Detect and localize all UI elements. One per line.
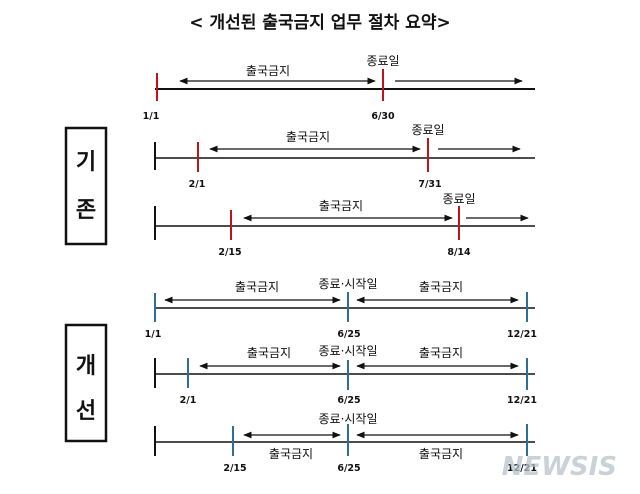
start-date: 2/15 — [218, 247, 241, 258]
section-before: 기 존 — [64, 126, 108, 246]
ban-label-2: 출국금지 — [419, 447, 463, 461]
ban-label: 출국금지 — [247, 346, 291, 360]
mid-date: 6/25 — [337, 329, 360, 340]
section-before-box — [64, 126, 108, 246]
end-marker-label: 종료일 — [442, 192, 475, 206]
start-date: 2/15 — [223, 463, 246, 474]
mid-marker-label: 종료·시작일 — [318, 277, 377, 291]
end-date: 12/21 — [507, 395, 537, 406]
mid-marker-label: 종료·시작일 — [318, 344, 377, 358]
start-date: 2/1 — [180, 395, 197, 406]
section-after-label-2: 선 — [76, 399, 96, 424]
ban-label: 출국금지 — [286, 130, 330, 144]
section-before-label-1: 기 — [76, 150, 96, 175]
end-date: 12/21 — [507, 463, 537, 474]
ban-label: 출국금지 — [269, 447, 313, 461]
section-before-label-2: 존 — [76, 198, 96, 223]
timeline-row-before-3: 출국금지 종료일 2/15 8/14 — [154, 192, 535, 258]
end-date: 7/31 — [418, 179, 441, 190]
ban-label-2: 출국금지 — [419, 346, 463, 360]
timeline-row-after-2: 출국금지 출국금지 종료·시작일 2/1 6/25 12/21 — [154, 344, 537, 406]
end-date: 12/21 — [507, 329, 537, 340]
newsis-watermark: NEWSIS — [502, 452, 617, 482]
ban-label: 출국금지 — [235, 280, 279, 294]
end-date: 6/30 — [371, 111, 395, 122]
section-after: 개 선 — [64, 323, 108, 443]
mid-marker-label: 종료·시작일 — [318, 412, 377, 426]
ban-label: 출국금지 — [246, 64, 290, 78]
end-date: 8/14 — [447, 247, 471, 258]
section-after-label-1: 개 — [76, 354, 96, 379]
section-after-box — [64, 323, 108, 443]
timeline-row-before-2: 출국금지 종료일 2/1 7/31 — [154, 123, 535, 190]
timeline-row-after-1: 출국금지 출국금지 종료·시작일 1/1 6/25 12/21 — [145, 277, 537, 340]
page-title: < 개선된 출국금지 업무 절차 요약> — [189, 12, 450, 33]
start-date: 1/1 — [145, 329, 162, 340]
ban-label-2: 출국금지 — [419, 280, 463, 294]
mid-date: 6/25 — [337, 463, 360, 474]
end-marker-label: 종료일 — [411, 123, 444, 137]
start-date: 2/1 — [189, 179, 206, 190]
timeline-row-after-3: 출국금지 출국금지 종료·시작일 2/15 6/25 12/21 — [154, 412, 537, 474]
ban-label: 출국금지 — [319, 199, 363, 213]
timeline-row-before-1: 출국금지 종료일 1/1 6/30 — [143, 54, 535, 122]
start-date: 1/1 — [143, 111, 160, 122]
end-marker-label: 종료일 — [366, 54, 399, 68]
mid-date: 6/25 — [337, 395, 360, 406]
